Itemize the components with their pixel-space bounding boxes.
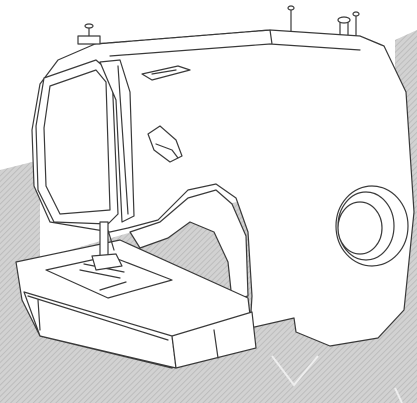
thread-channel-slot: [117, 65, 129, 215]
accessory-box: [27, 295, 219, 359]
thread-guide-top: [77, 23, 101, 45]
background-stroke: [271, 355, 319, 387]
presser-foot: [91, 221, 123, 271]
background-hatch: [0, 160, 40, 280]
handwheel: [335, 185, 409, 267]
needle-plate: [45, 255, 173, 299]
body-edge: [94, 29, 385, 57]
tension-dial-line: [151, 69, 177, 75]
tension-dial-slot: [141, 65, 191, 81]
stitch-lever: [147, 125, 183, 163]
front-head-inner: [43, 69, 111, 215]
spool-pin-left: [287, 5, 295, 33]
base-side: [171, 311, 257, 369]
background-stroke: [394, 387, 403, 403]
